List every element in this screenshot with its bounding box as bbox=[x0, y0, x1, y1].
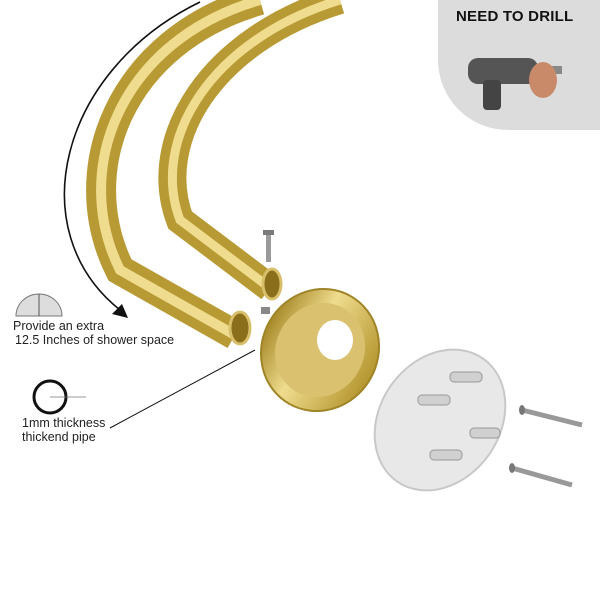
thickness-callout: 1mm thickness thickend pipe bbox=[22, 416, 105, 444]
mounting-plate bbox=[373, 348, 507, 492]
thickness-callout-line2: thickend pipe bbox=[22, 430, 96, 444]
curve-arrow bbox=[63, 1, 201, 311]
set-screw bbox=[266, 232, 271, 262]
wall-screw bbox=[509, 463, 573, 488]
hex-nut bbox=[261, 307, 270, 314]
thickness-callout-line1: 1mm thickness bbox=[22, 416, 106, 430]
callout-line bbox=[109, 349, 256, 429]
space-callout-line1: Provide an extra bbox=[13, 319, 105, 333]
space-callout: Provide an extra 12.5 Inches of shower s… bbox=[13, 319, 174, 347]
drill-inset-photo: NEED TO DRILL bbox=[438, 0, 600, 130]
arrow-head-icon bbox=[112, 304, 128, 318]
mounting-studs bbox=[417, 371, 501, 461]
inset-title: NEED TO DRILL bbox=[456, 8, 574, 25]
wall-screw bbox=[519, 405, 583, 428]
inner-pipe-opening bbox=[261, 267, 283, 301]
outer-pipe-opening bbox=[228, 310, 252, 346]
space-callout-line2: 12.5 Inches of shower space bbox=[15, 333, 175, 347]
drill-icon bbox=[468, 58, 562, 110]
